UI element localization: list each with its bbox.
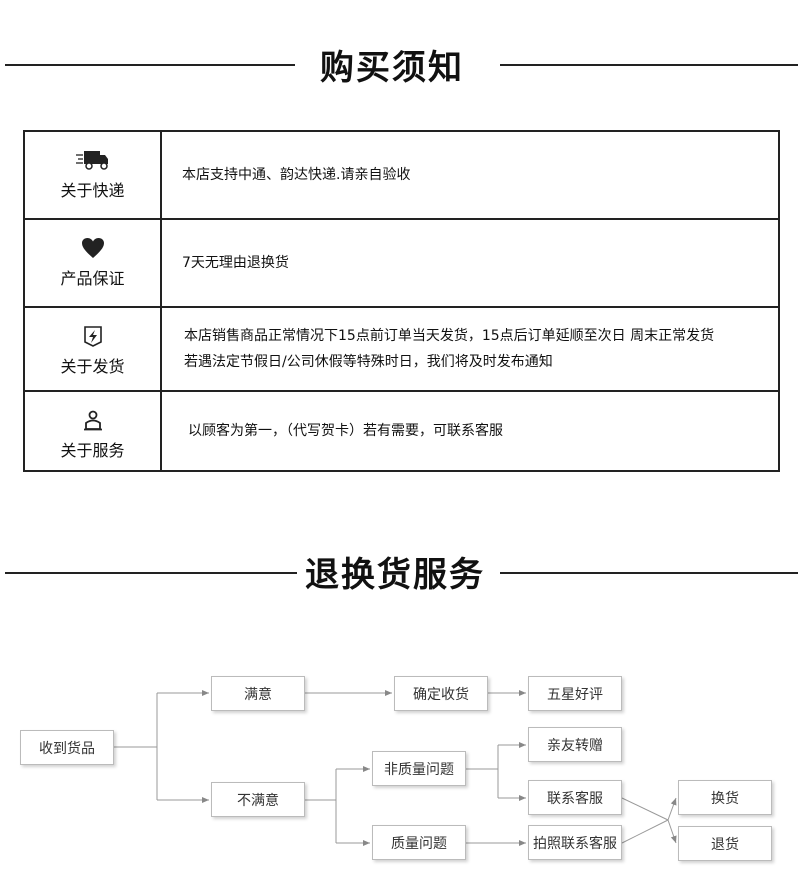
purchase-notice-heading: 购买须知 (0, 38, 800, 88)
notice-label: 关于发货 (60, 357, 125, 376)
flow-box-contact-service: 联系客服 (528, 780, 622, 815)
notice-label-cell: 关于快递 (25, 132, 162, 218)
connector (621, 819, 669, 844)
notice-label: 产品保证 (60, 269, 125, 288)
notice-row-service: 关于服务 以顾客为第一，（代写贺卡）若有需要，可联系客服 (25, 392, 778, 470)
person-icon (25, 408, 160, 432)
notice-text-line: 7天无理由退换货 (182, 255, 289, 271)
lightning-badge-icon (25, 324, 160, 348)
return-service-title: 退换货服务 (305, 555, 485, 595)
notice-label-cell: 关于发货 (25, 308, 162, 390)
purchase-notice-title: 购买须知 (320, 48, 464, 88)
notice-row-shipping: 关于快递 本店支持中通、韵达快递.请亲自验收 (25, 132, 778, 220)
notice-text-line: 若遇法定节假日/公司休假等特殊时日，我们将及时发布通知 (184, 354, 553, 370)
connector (621, 797, 669, 821)
notice-row-delivery: 关于发货 本店销售商品正常情况下15点前订单当天发货，15点后订单延顺至次日 周… (25, 308, 778, 392)
notice-text-cell: 7天无理由退换货 (182, 220, 774, 306)
notice-label: 关于服务 (60, 441, 125, 460)
flowchart-connectors (114, 690, 677, 846)
notice-label-cell: 产品保证 (25, 220, 162, 306)
connector (667, 819, 677, 844)
heading-rule-left (5, 64, 295, 66)
heading-rule-right (500, 64, 798, 66)
flow-box-confirm-receipt: 确定收货 (394, 676, 488, 711)
notice-text-line: 以顾客为第一，（代写贺卡）若有需要，可联系客服 (188, 423, 503, 439)
connector (667, 797, 677, 821)
flow-box-unsatisfied: 不满意 (211, 782, 305, 817)
heading-rule-left (5, 572, 297, 574)
notice-text-cell: 本店支持中通、韵达快递.请亲自验收 (182, 132, 774, 218)
notice-text-line: 本店销售商品正常情况下15点前订单当天发货，15点后订单延顺至次日 周末正常发货 (184, 328, 715, 344)
flow-box-five-star: 五星好评 (528, 676, 622, 711)
flow-box-non-quality-issue: 非质量问题 (372, 751, 466, 786)
notice-text-cell: 以顾客为第一，（代写贺卡）若有需要，可联系客服 (188, 392, 774, 470)
heading-rule-right (500, 572, 798, 574)
flow-box-exchange: 换货 (678, 780, 772, 815)
return-service-heading: 退换货服务 (0, 545, 800, 601)
flow-box-satisfied: 满意 (211, 676, 305, 711)
return-flowchart: 收到货品 满意 确定收货 五星好评 不满意 非质量问题 亲友转赠 联系客服 质量… (0, 660, 800, 880)
flow-box-received: 收到货品 (20, 730, 114, 765)
flow-box-gift-to-friend: 亲友转赠 (528, 727, 622, 762)
notice-text-cell: 本店销售商品正常情况下15点前订单当天发货，15点后订单延顺至次日 周末正常发货… (184, 308, 774, 390)
flow-box-return: 退货 (678, 826, 772, 861)
truck-icon (25, 148, 160, 172)
notice-label-cell: 关于服务 (25, 392, 162, 470)
purchase-notice-table: 关于快递 本店支持中通、韵达快递.请亲自验收 产品保证 7天无理由退换货 (23, 130, 780, 472)
notice-label: 关于快递 (60, 181, 125, 200)
notice-text-line: 本店支持中通、韵达快递.请亲自验收 (182, 167, 411, 183)
heart-icon (25, 236, 160, 260)
notice-row-guarantee: 产品保证 7天无理由退换货 (25, 220, 778, 308)
flow-box-quality-issue: 质量问题 (372, 825, 466, 860)
flow-box-photo-contact-service: 拍照联系客服 (528, 825, 622, 860)
